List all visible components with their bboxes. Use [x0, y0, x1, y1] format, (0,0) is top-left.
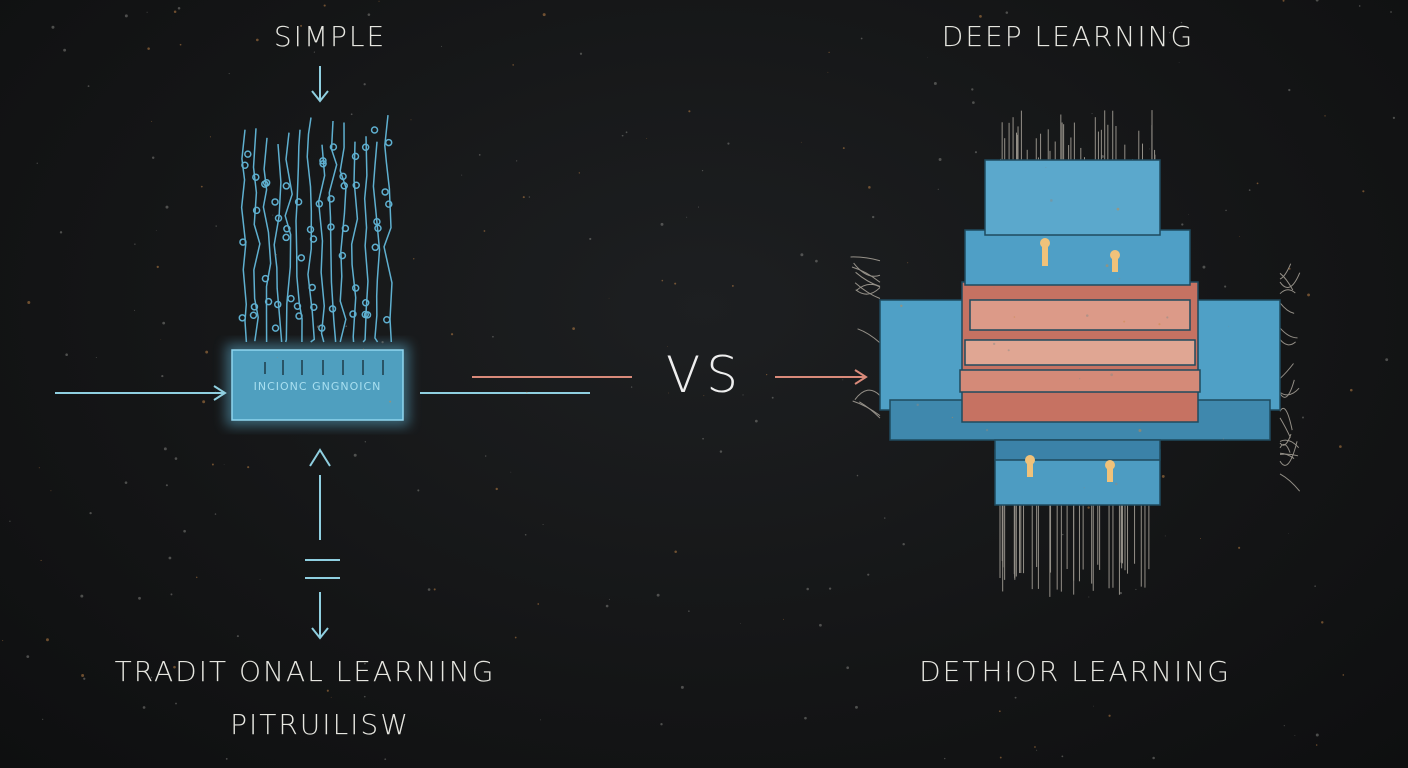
vs-arrows: [472, 369, 868, 385]
arrow-down-simple: [311, 66, 329, 103]
simple-label: SIMPLE: [273, 20, 387, 53]
processing-box: [231, 349, 404, 421]
deep-network-stack: [879, 159, 1281, 506]
box-arrows: [264, 360, 384, 375]
vs-label: VS: [666, 346, 744, 404]
dethior-learning-title: DETHIOR LEARNING: [919, 655, 1231, 688]
traditional-learning-subtitle: PITRUILISW: [230, 708, 410, 741]
key-icons: [1025, 238, 1120, 482]
deep-learning-label: DEEP LEARNING: [941, 20, 1195, 53]
left-arrows: [55, 385, 590, 640]
box-text: INCIONC GNGNOICN: [253, 380, 382, 393]
traditional-learning-title: TRADIT ONAL LEARNING: [114, 655, 496, 688]
circuit-column: [238, 115, 393, 343]
